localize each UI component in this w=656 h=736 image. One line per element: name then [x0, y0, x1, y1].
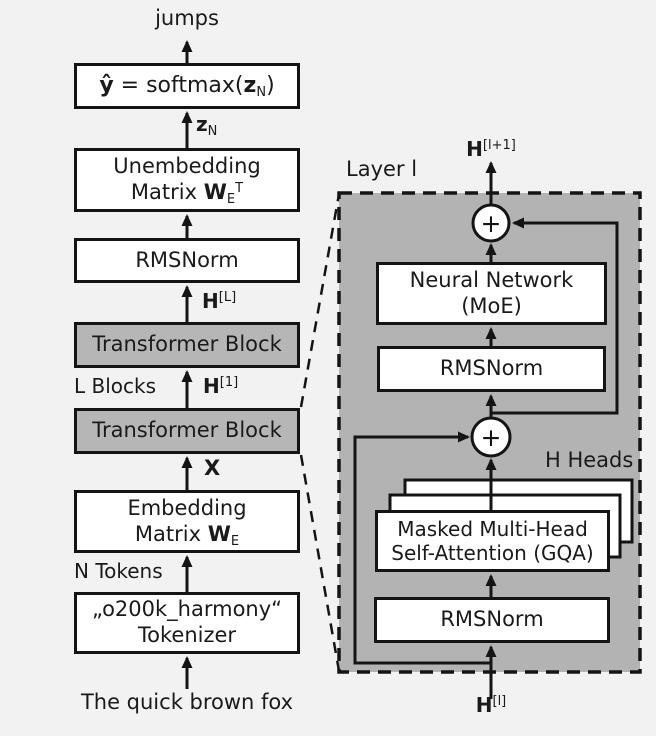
transformer-block-top-box: Transformer Block [74, 322, 300, 368]
rmsnorm-lower-label: RMSNorm [440, 607, 544, 632]
layer-title-label: Layer l [346, 157, 418, 181]
embedding-line1: Embedding [127, 495, 247, 520]
h-heads-label: H Heads [545, 448, 634, 472]
final-rmsnorm-box: RMSNorm [74, 238, 300, 283]
attention-line2: Self-Attention (GQA) [391, 541, 594, 565]
final-rmsnorm-label: RMSNorm [135, 247, 239, 272]
attention-line1: Masked Multi-Head [397, 516, 588, 541]
l-blocks-label: L Blocks [74, 374, 157, 398]
unembedding-line2: Matrix WET [130, 180, 244, 207]
hidden-state-L-label: H[L] [202, 289, 237, 313]
x-embedding-label: X [204, 456, 221, 480]
tokenizer-line2: Tokenizer [137, 623, 237, 647]
rmsnorm-upper-box: RMSNorm [377, 346, 606, 392]
add-circle-attention [470, 416, 512, 458]
softmax-formula: ŷ = softmax(zN) [99, 72, 275, 100]
hidden-state-out-label: H[l+1] [466, 137, 516, 161]
neural-network-moe-box: Neural Network (MoE) [376, 262, 607, 325]
transformer-block-top-label: Transformer Block [92, 332, 282, 357]
n-tokens-label: N Tokens [74, 559, 163, 583]
z-vector-label: zN [196, 112, 218, 139]
residual-skip-attention [353, 431, 491, 665]
add-sign-moe: + [481, 209, 502, 238]
unembedding-line1: Unembedding [113, 154, 261, 179]
residual-skip-moe [491, 217, 619, 415]
zoom-connector-bottom-line [299, 454, 341, 672]
embedding-line2: Matrix WE [134, 521, 240, 549]
transformer-block-bottom-box: Transformer Block [74, 408, 300, 454]
masked-attention-box: Masked Multi-Head Self-Attention (GQA) [375, 510, 610, 572]
softmax-output-box: ŷ = softmax(zN) [74, 63, 300, 109]
embedding-matrix-box: Embedding Matrix WE [74, 490, 300, 553]
nn-line2: (MoE) [461, 293, 522, 318]
unembedding-matrix-box: Unembedding Matrix WET [74, 148, 300, 212]
rmsnorm-upper-label: RMSNorm [439, 356, 544, 381]
nn-line1: Neural Network [409, 267, 574, 292]
tokenizer-line1: „o200k_harmony“ [91, 597, 283, 622]
zoom-connector-top-line [299, 193, 341, 408]
transformer-block-bottom-label: Transformer Block [92, 418, 282, 443]
hidden-state-in-label: H[l] [475, 693, 507, 717]
input-text-label: The quick brown fox [80, 690, 294, 714]
add-circle-moe [471, 203, 511, 243]
hidden-state-1-label: H[1] [203, 374, 239, 398]
tokenizer-box: „o200k_harmony“ Tokenizer [74, 592, 300, 654]
rmsnorm-lower-box: RMSNorm [374, 597, 610, 643]
add-sign-attention: + [481, 423, 502, 452]
output-token-label: jumps [155, 6, 219, 30]
